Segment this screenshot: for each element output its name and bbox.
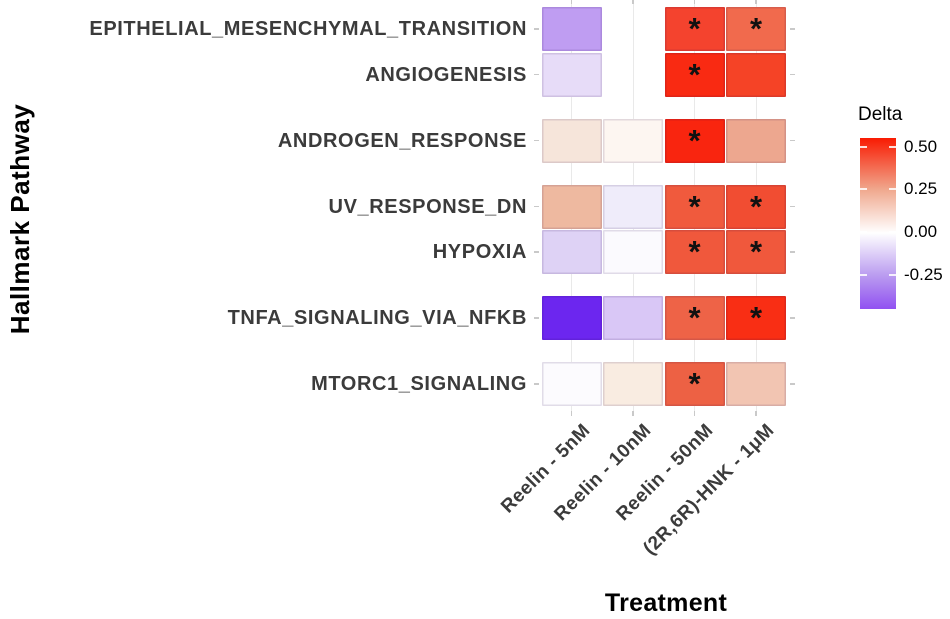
right-tick-mark bbox=[789, 317, 795, 319]
y-axis-title: Hallmark Pathway bbox=[5, 103, 35, 335]
significance-asterisk: * bbox=[749, 188, 763, 224]
significance-asterisk: * bbox=[749, 234, 763, 269]
bottom-tick-mark bbox=[570, 411, 573, 416]
heatmap-cell bbox=[541, 52, 602, 97]
significance-asterisk: * bbox=[688, 366, 701, 401]
legend-tick-label: 0.50 bbox=[904, 136, 938, 156]
heatmap-cell: * bbox=[664, 52, 725, 97]
heatmap-cell bbox=[603, 296, 663, 340]
legend-tick-dash bbox=[889, 188, 896, 191]
legend-tick-label: 0.25 bbox=[904, 179, 938, 199]
legend-tick-dash bbox=[860, 231, 867, 234]
heatmap-cell bbox=[603, 184, 663, 229]
heatmap-cell: * bbox=[664, 184, 725, 229]
right-tick-mark bbox=[789, 205, 795, 208]
significance-asterisk: * bbox=[688, 234, 701, 269]
heatmap-cell bbox=[541, 184, 602, 229]
y-tick-label: ANDROGEN_RESPONSE bbox=[277, 129, 527, 152]
heatmap-cell bbox=[603, 362, 663, 406]
right-tick-mark bbox=[789, 28, 795, 30]
heatmap-cell bbox=[726, 52, 786, 97]
legend-tick-dash bbox=[889, 145, 896, 148]
legend-tick-dash bbox=[889, 231, 896, 234]
left-tick-mark bbox=[534, 28, 539, 30]
x-axis-title: Treatment bbox=[604, 589, 728, 617]
heatmap-cell: * bbox=[664, 118, 725, 163]
right-tick-mark bbox=[789, 139, 795, 142]
y-tick-label: ANGIOGENESIS bbox=[365, 63, 527, 86]
legend-tick-label: -0.25 bbox=[904, 264, 943, 284]
legend-title: Delta bbox=[858, 104, 903, 125]
legend-colorbar bbox=[860, 138, 896, 309]
legend-tick-label: 0.00 bbox=[904, 222, 938, 242]
bottom-tick-mark bbox=[755, 411, 757, 416]
top-tick-mark bbox=[693, 0, 696, 4]
heatmap-cell: * bbox=[726, 7, 786, 51]
heatmap-cell bbox=[541, 362, 602, 406]
bottom-tick-mark bbox=[693, 411, 696, 416]
heatmap-cell bbox=[541, 118, 602, 163]
left-tick-mark bbox=[534, 383, 539, 385]
heatmap-cell: * bbox=[664, 362, 725, 406]
heatmap-cell: * bbox=[726, 296, 786, 340]
left-tick-mark bbox=[534, 317, 539, 319]
legend-tick-dash bbox=[860, 273, 867, 276]
y-tick-label: MTORC1_SIGNALING bbox=[311, 373, 527, 395]
significance-asterisk: * bbox=[688, 300, 701, 335]
heatmap-cell bbox=[541, 7, 602, 51]
significance-asterisk: * bbox=[688, 11, 701, 46]
significance-asterisk: * bbox=[688, 188, 701, 224]
heatmap-cell: * bbox=[664, 230, 725, 274]
heatmap-cell bbox=[541, 230, 602, 274]
heatmap-cell bbox=[603, 230, 663, 274]
y-tick-label: EPITHELIAL_MESENCHYMAL_TRANSITION bbox=[89, 18, 527, 40]
heatmap-cell: * bbox=[726, 230, 786, 274]
heatmap-cell bbox=[541, 296, 602, 340]
heatmap-cell bbox=[726, 362, 786, 406]
legend-tick-dash bbox=[860, 188, 867, 191]
right-tick-mark bbox=[789, 73, 795, 76]
bottom-tick-mark bbox=[632, 411, 634, 416]
legend-tick-dash bbox=[889, 273, 896, 276]
heatmap-cell bbox=[726, 118, 786, 163]
significance-asterisk: * bbox=[688, 56, 701, 92]
y-tick-label: TNFA_SIGNALING_VIA_NFKB bbox=[227, 307, 527, 329]
top-tick-mark bbox=[570, 0, 573, 4]
right-tick-mark bbox=[789, 251, 795, 253]
significance-asterisk: * bbox=[749, 300, 763, 335]
significance-asterisk: * bbox=[688, 122, 701, 158]
heatmap-cell: * bbox=[664, 7, 725, 51]
heatmap-cell: * bbox=[664, 296, 725, 340]
top-tick-mark bbox=[632, 0, 634, 4]
legend-tick-dash bbox=[860, 145, 867, 148]
y-tick-label: UV_RESPONSE_DN bbox=[328, 195, 527, 218]
left-tick-mark bbox=[534, 251, 539, 253]
significance-asterisk: * bbox=[749, 11, 763, 46]
left-tick-mark bbox=[534, 73, 539, 76]
heatmap-cell bbox=[603, 118, 663, 163]
y-tick-label: HYPOXIA bbox=[432, 241, 527, 263]
left-tick-mark bbox=[534, 139, 539, 142]
right-tick-mark bbox=[789, 383, 795, 385]
top-tick-mark bbox=[755, 0, 757, 4]
heatmap-cell: * bbox=[726, 184, 786, 229]
left-tick-mark bbox=[534, 205, 539, 208]
